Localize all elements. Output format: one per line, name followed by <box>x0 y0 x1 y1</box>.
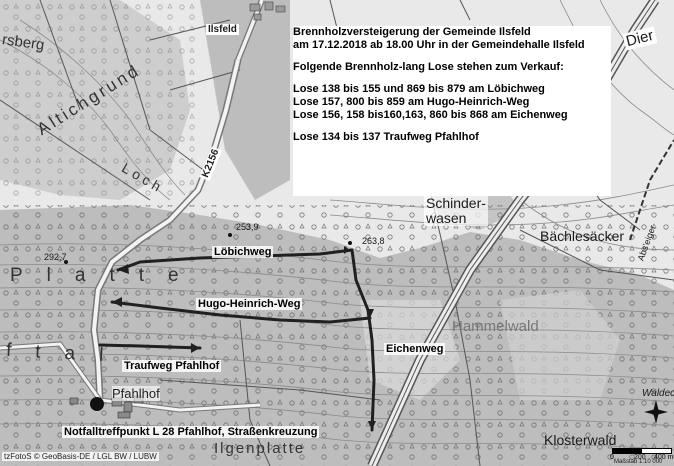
elevation-253: 253,9 <box>236 222 259 232</box>
route-traufweg <box>98 343 202 350</box>
meeting-point-marker <box>90 397 104 411</box>
notice-lot-hugo: Lose 157, 800 bis 859 am Hugo-Heinrich-W… <box>293 96 530 108</box>
label-hammelwald: Hammelwald <box>452 318 539 335</box>
elevation-292: 292,7 <box>44 252 67 262</box>
route-label-traufweg: Traufweg Pfahlhof <box>122 360 222 372</box>
notice-title: Brennholzversteigerung der Gemeinde Ilsf… <box>293 26 531 38</box>
scale-ratio: Maßstab 1:10 000 <box>614 459 663 465</box>
label-ilsfeld: Ilsfeld <box>206 24 239 35</box>
settlement-ilsfeld <box>249 1 286 21</box>
label-baechlesacker: Bächlesäcker <box>540 228 625 244</box>
notice-lot-loebichweg: Lose 138 bis 155 und 869 bis 879 am Löbi… <box>293 83 545 95</box>
route-arrows <box>112 246 376 430</box>
label-platte: Platte <box>10 265 203 286</box>
route-hugo-heinrich-weg <box>110 300 372 324</box>
notice-date: am 17.12.2018 ab 18.00 Uhr in der Gemein… <box>293 39 585 51</box>
label-klosterwald: Klosterwald <box>544 432 617 448</box>
label-pfahlhof: Pfahlhof <box>112 386 160 401</box>
route-eichenweg <box>350 248 376 432</box>
route-label-eichenweg: Eichenweg <box>384 343 446 355</box>
scale-label-400: 400 m <box>654 454 674 461</box>
label-schinderwasen: Schinder-wasen <box>424 195 488 226</box>
label-waldeck: Waldec <box>642 388 674 399</box>
auction-notice: Brennholzversteigerung der Gemeinde Ilsf… <box>293 26 611 196</box>
meeting-point-label: Notfalltreffpunkt L 28 Pfahlhof, Straßen… <box>62 426 320 438</box>
scale-label-200: 200 <box>634 454 646 461</box>
label-ilgenplatte: Ilgenplatte <box>214 440 306 457</box>
elevation-263: 263,8 <box>362 236 385 246</box>
notice-intro: Folgende Brennholz-lang Lose stehen zum … <box>293 61 564 73</box>
map-credit: tzFotoS © GeoBasis-DE / LGL BW / LUBW <box>2 452 159 461</box>
route-label-hugo-heinrich-weg: Hugo-Heinrich-Weg <box>196 298 303 310</box>
notice-lot-traufweg: Lose 134 bis 137 Traufweg Pfahlhof <box>293 131 479 143</box>
route-label-loebichweg: Löbichweg <box>212 246 274 258</box>
notice-lot-eichenweg: Lose 156, 158 bis160,163, 860 bis 868 am… <box>293 109 568 121</box>
scale-label-0: 0 <box>610 454 614 461</box>
scale-bar: 0 200 400 m <box>610 448 674 462</box>
north-arrow <box>644 400 668 424</box>
